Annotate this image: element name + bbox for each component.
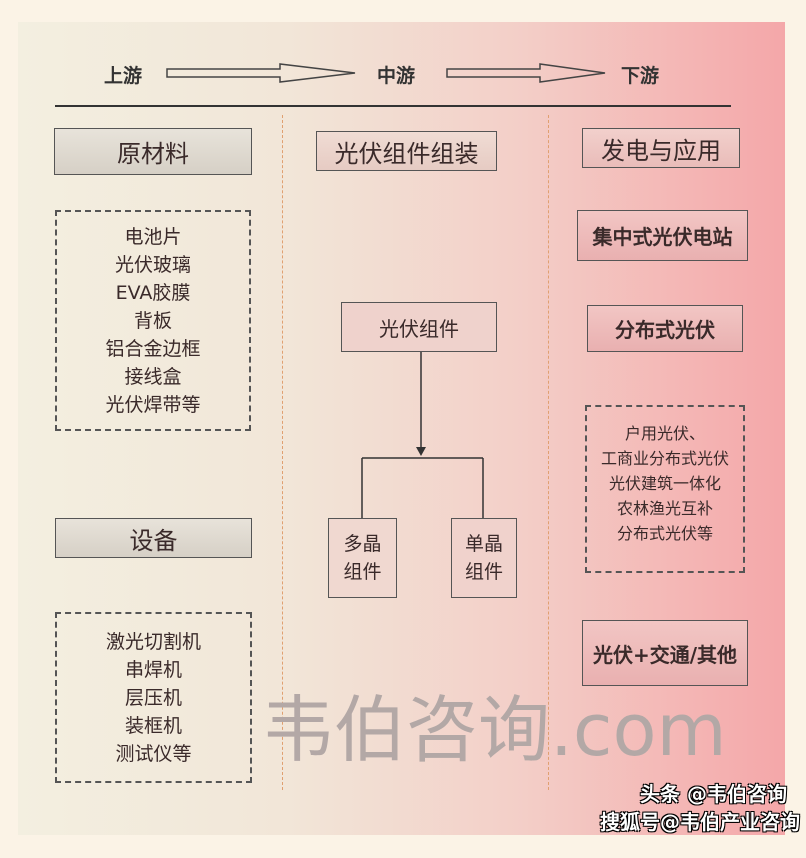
assembly-box: 光伏组件组装 <box>316 131 497 171</box>
sohu-credit: 搜狐号@韦伯产业咨询 <box>600 810 800 834</box>
application-title: 发电与应用 <box>601 136 721 165</box>
list-item: 装框机 <box>124 714 182 737</box>
module-tree-connector <box>361 352 484 518</box>
downstream-label: 下游 <box>621 65 660 87</box>
equipment-list: 激光切割机 串焊机 层压机 装框机 测试仪等 <box>55 612 252 783</box>
list-item: 接线盒 <box>124 365 182 388</box>
equipment-box: 设备 <box>55 518 252 558</box>
poly-label: 组件 <box>343 561 382 583</box>
raw-materials-title: 原材料 <box>117 140 189 168</box>
list-item: 工商业分布式光伏 <box>600 449 729 468</box>
list-item: 光伏建筑一体化 <box>608 474 721 493</box>
list-item: 激光切割机 <box>105 630 201 653</box>
header-divider <box>55 105 731 107</box>
distributed-list: 户用光伏、 工商业分布式光伏 光伏建筑一体化 农林渔光互补 分布式光伏等 <box>585 405 745 573</box>
equipment-title: 设备 <box>129 526 178 555</box>
column-divider <box>282 115 283 790</box>
midstream-label: 中游 <box>377 65 416 87</box>
toutiao-credit: 头条 @韦伯咨询 <box>640 782 787 806</box>
list-item: 层压机 <box>124 686 182 709</box>
application-box: 发电与应用 <box>582 128 740 168</box>
poly-module-box: 多晶组件 <box>328 518 397 598</box>
list-item: 铝合金边框 <box>105 337 201 360</box>
list-item: 背板 <box>133 309 172 332</box>
list-item: 农林渔光互补 <box>616 499 713 518</box>
list-item: 户用光伏、 <box>624 424 705 443</box>
module-title: 光伏组件 <box>379 316 459 341</box>
assembly-title: 光伏组件组装 <box>334 139 479 168</box>
module-box: 光伏组件 <box>341 302 497 352</box>
list-item: 光伏玻璃 <box>114 253 191 276</box>
poly-label: 多晶 <box>343 533 382 555</box>
distributed-title: 分布式光伏 <box>615 318 715 342</box>
raw-materials-box: 原材料 <box>54 128 252 175</box>
mono-label: 组件 <box>464 561 503 583</box>
list-item: EVA胶膜 <box>115 281 191 304</box>
flow-arrows-icon <box>166 63 606 83</box>
mono-module-box: 单晶组件 <box>451 518 517 598</box>
other-title: 光伏+交通/其他 <box>592 642 738 667</box>
distributed-box: 分布式光伏 <box>587 305 743 352</box>
mono-label: 单晶 <box>464 533 503 555</box>
other-box: 光伏+交通/其他 <box>582 620 748 686</box>
list-item: 分布式光伏等 <box>616 524 713 543</box>
list-item: 串焊机 <box>124 658 182 681</box>
list-item: 测试仪等 <box>115 742 192 765</box>
centralized-title: 集中式光伏电站 <box>592 225 733 249</box>
column-divider <box>548 115 549 790</box>
watermark: 韦伯咨询.com <box>262 688 727 772</box>
list-item: 电池片 <box>124 225 182 248</box>
raw-materials-list: 电池片 光伏玻璃 EVA胶膜 背板 铝合金边框 接线盒 光伏焊带等 <box>55 210 251 431</box>
upstream-label: 上游 <box>104 65 143 87</box>
centralized-box: 集中式光伏电站 <box>577 210 748 261</box>
list-item: 光伏焊带等 <box>105 393 201 416</box>
